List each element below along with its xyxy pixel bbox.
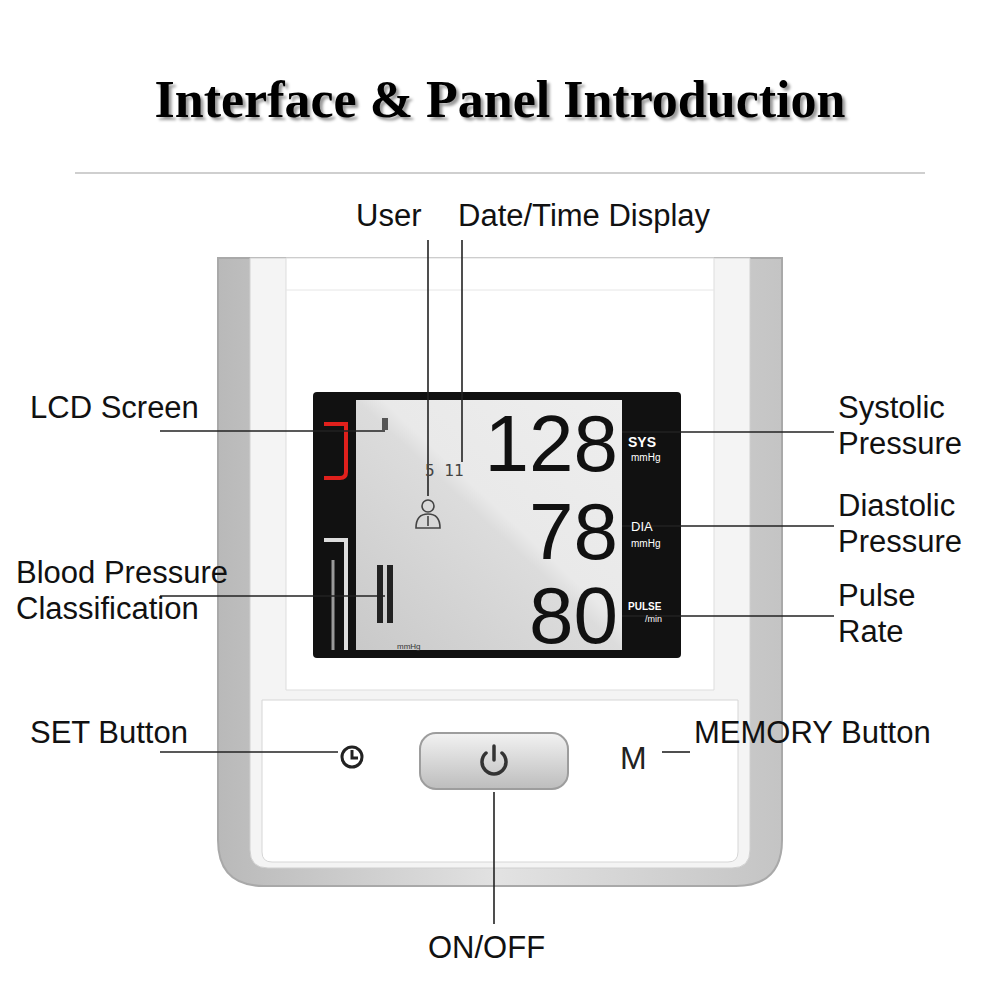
power-icon [482,746,506,774]
lcd-date: 5 11 [425,462,464,480]
callout-label: Date/Time Display [458,198,710,234]
set-icon [342,747,362,767]
upper-panel [286,258,714,690]
callout-label: Diastolic Pressure [838,488,993,559]
memory-symbol: M [620,740,647,777]
callout-label: MEMORY Button [694,715,931,751]
lcd-digits: 78 [529,492,618,572]
lcd-unit: DIA [631,520,653,535]
lcd-digits: 128 [485,404,618,484]
housing [218,258,782,886]
classification-grey [324,540,346,650]
callout-label: User [356,198,421,234]
lcd-digits: 80 [529,576,618,656]
lcd-unit: mmHg [631,452,660,464]
lcd-unit: SYS [628,434,656,450]
callout-label: ON/OFF [428,930,545,966]
housing-face [250,258,750,868]
lcd-unit: mmHg [631,538,660,550]
leader-lines [160,240,834,924]
power-button [420,733,568,789]
lower-panel [262,700,738,862]
lcd-unit: PULSE [628,601,661,613]
callout-label: Pulse Rate [838,578,958,649]
lcd-unit: /min [645,614,662,624]
lcd-unit: mmHg [397,642,421,651]
callout-label: Systolic Pressure [838,390,988,461]
callout-label: LCD Screen [30,390,199,426]
callout-label: Blood Pressure Classification [16,555,286,626]
user-icon [416,500,440,528]
callout-label: SET Button [30,715,188,751]
separator-line [75,172,925,174]
classification-red [324,424,346,478]
page-title: Interface & Panel Introduction [0,70,1000,129]
